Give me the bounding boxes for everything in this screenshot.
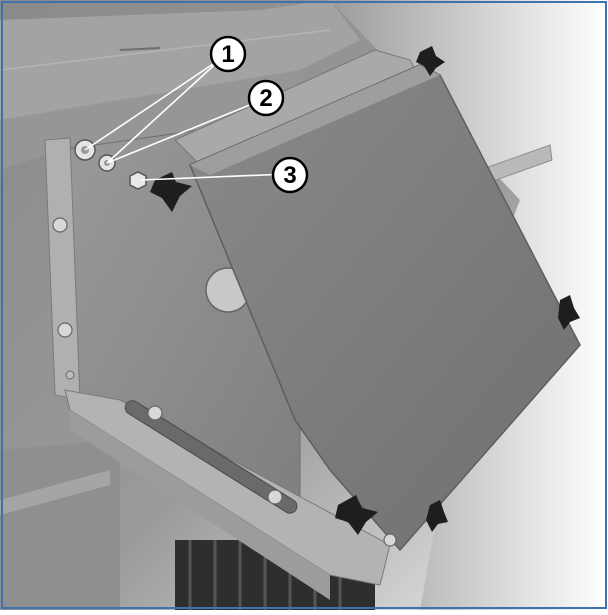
top-housing-panel (0, 0, 360, 120)
leader-line-1b (106, 57, 223, 164)
leader-line-3 (140, 173, 289, 181)
flange-bolts (52, 217, 397, 547)
leader-line-2 (106, 99, 263, 164)
callout-1: 1 (209, 35, 247, 73)
star-knob-lower-right (426, 500, 448, 532)
callout-2: 2 (247, 79, 285, 117)
star-knob-bottom (335, 495, 378, 535)
callout-2-label: 2 (259, 85, 272, 112)
adjustment-slot (124, 400, 298, 514)
leader-line-1a (84, 57, 223, 151)
star-knob-top (150, 172, 192, 212)
star-knob-top-right (416, 46, 445, 76)
callout-3: 3 (271, 156, 309, 194)
nut-part-3 (129, 171, 147, 190)
star-knob-right (558, 295, 580, 330)
callout-1-label: 1 (221, 41, 234, 68)
callout-3-label: 3 (283, 162, 296, 189)
